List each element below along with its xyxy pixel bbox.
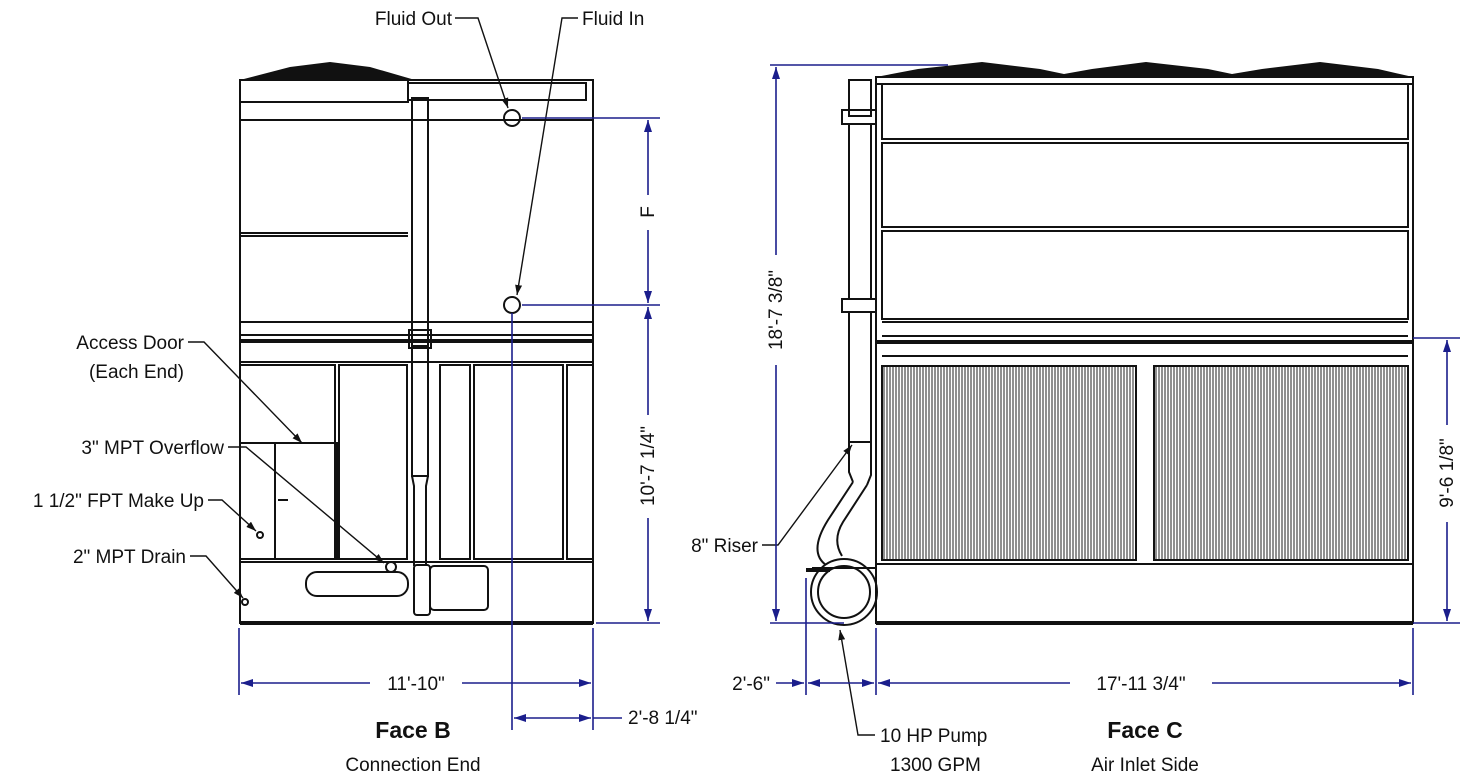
make-up-label: 1 1/2" FPT Make Up	[33, 491, 204, 512]
dim-length-c-label: 17'-11 3/4"	[1096, 674, 1185, 695]
face-b-panel-5	[566, 364, 594, 560]
face-b-riser-pipe	[411, 97, 429, 347]
riser-leader	[762, 444, 853, 546]
face-c-riser-elbow	[816, 481, 868, 566]
face-b-fan-cowl	[240, 62, 415, 80]
overflow-label: 3" MPT Overflow	[81, 438, 224, 459]
fluid-in-leader	[515, 17, 578, 296]
callout-leaders	[188, 17, 875, 736]
dim-overall-height-label: 18'-7 3/8"	[766, 270, 787, 350]
drain-leader	[190, 555, 244, 599]
face-c-view	[806, 62, 1414, 626]
face-b-pump-motor	[429, 565, 489, 611]
face-b-view	[239, 62, 594, 625]
fluid-out-leader	[455, 17, 509, 109]
fluid-out-label: Fluid Out	[375, 9, 453, 30]
dim-f-label: F	[638, 206, 659, 218]
face-b-pump	[413, 564, 431, 616]
fluid-out-connection	[503, 109, 521, 127]
face-c-upper-panel	[881, 83, 1409, 140]
drain-label: 2" MPT Drain	[73, 547, 186, 568]
pump-label-1: 10 HP Pump	[880, 726, 987, 747]
face-b-title: Face B	[375, 717, 450, 743]
dim-inlet-height-label: 9'-6 1/8"	[1437, 438, 1458, 508]
dim-width-b-label: 11'-10"	[387, 674, 445, 695]
access-door-label-1: Access Door	[76, 333, 184, 354]
dimension-lines	[238, 64, 1460, 730]
face-c-subtitle: Air Inlet Side	[1091, 755, 1199, 776]
fluid-in-label: Fluid In	[582, 9, 644, 30]
make-up-leader	[208, 499, 257, 532]
face-c-coil-panel-1	[881, 142, 1409, 228]
face-c-pump-volute	[810, 558, 878, 626]
face-c-riser-pipe	[848, 123, 872, 300]
air-inlet-louvers-left	[883, 366, 1134, 560]
overflow-leader	[228, 446, 385, 564]
face-b-casing	[239, 79, 594, 624]
face-c-casing	[875, 76, 1414, 624]
fluid-in-connection	[503, 296, 521, 314]
pump-label-2: 1300 GPM	[890, 755, 981, 776]
face-b-panel-2	[338, 364, 408, 560]
make-up-fitting	[256, 531, 264, 539]
labels: Fluid Out Fluid In Access Door (Each End…	[33, 9, 1458, 776]
access-door-label-2: (Each End)	[89, 362, 184, 383]
air-inlet-louvers-right	[1155, 366, 1406, 560]
face-c-riser-top	[848, 79, 872, 117]
drain-fitting	[241, 598, 249, 606]
face-c-coil-panel-2	[881, 230, 1409, 320]
face-b-subtitle: Connection End	[345, 755, 480, 776]
face-c-title: Face C	[1107, 717, 1182, 743]
dim-pump-projection-label: 2'-6"	[732, 674, 770, 695]
overflow-fitting	[385, 561, 397, 573]
face-b-panel-4	[473, 364, 564, 560]
riser-label: 8" Riser	[691, 536, 759, 557]
access-door-leader	[188, 341, 303, 444]
pump-leader	[838, 629, 875, 736]
face-c-fan-cowls	[876, 62, 1413, 77]
face-b-panel-3	[439, 364, 471, 560]
dim-conn-height-label: 10'-7 1/4"	[638, 426, 659, 506]
face-b-distribution-header	[407, 82, 587, 101]
face-b-top-cap	[239, 79, 409, 103]
face-b-pump-suction	[305, 571, 409, 597]
dim-conn-offset-label: 2'-8 1/4"	[628, 708, 698, 729]
